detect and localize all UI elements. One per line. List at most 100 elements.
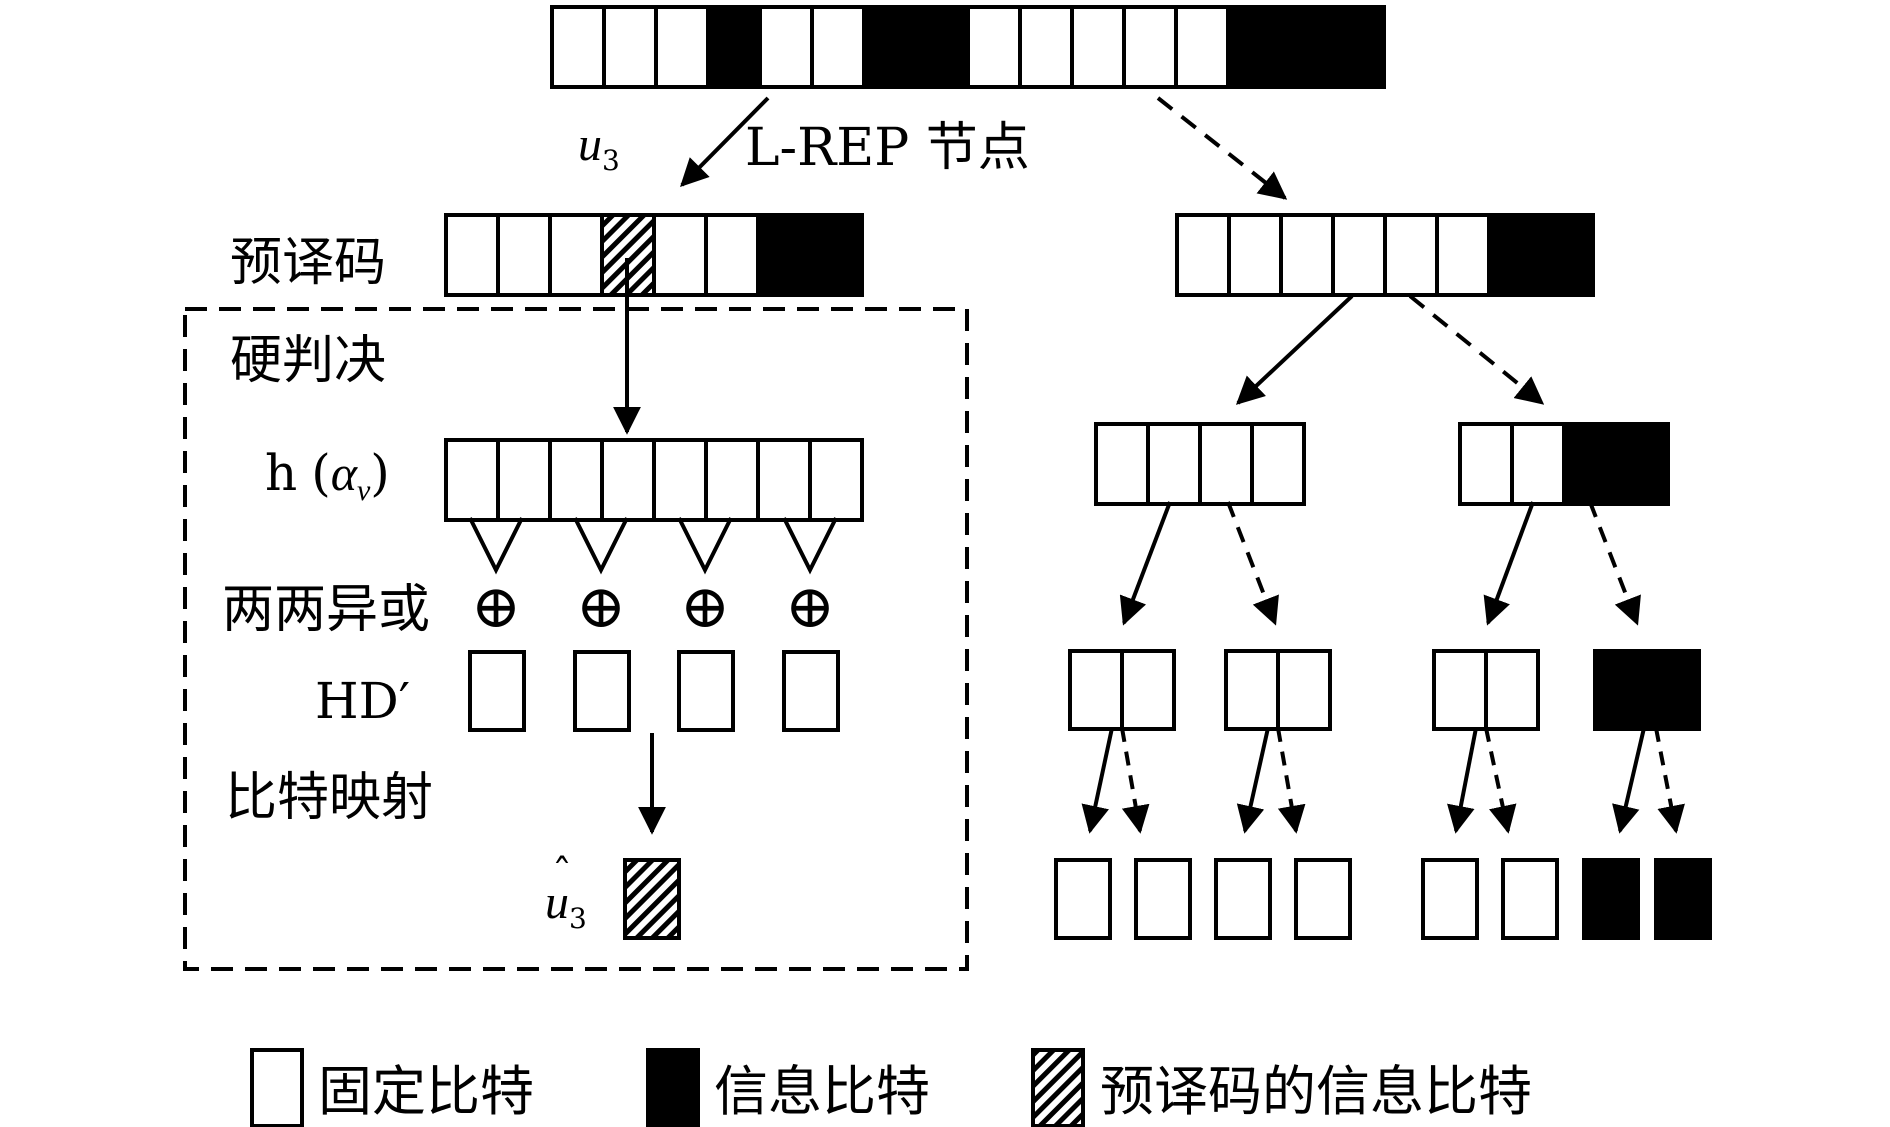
hd-prime-cell — [782, 650, 840, 732]
bit-cell-frozen — [496, 438, 552, 522]
bit-cell-frozen — [1018, 5, 1074, 89]
bit-cell-frozen — [1421, 858, 1479, 940]
bit-arrays — [444, 5, 1712, 940]
bit-cell-frozen — [1070, 5, 1126, 89]
arrow-l3a-to-l4b-dashed — [1226, 501, 1279, 626]
arrow-l4c-to-l5e — [1447, 727, 1478, 834]
level3-bit-array-a — [1094, 422, 1306, 506]
bit-cell-frozen — [808, 438, 864, 522]
legend-predecoded-label: 预译码的信息比特 — [1100, 1060, 1532, 1123]
level5-bit-outline — [1294, 858, 1352, 940]
root-bit-array — [550, 5, 1386, 89]
hard-decision-label: 硬判决 — [230, 331, 386, 391]
bit-cell-frozen — [1054, 858, 1112, 940]
bit-cell-frozen — [444, 438, 500, 522]
bit-cell-frozen — [652, 438, 708, 522]
bit-cell-frozen — [1331, 213, 1387, 297]
bit-cell-info — [1489, 215, 1541, 295]
bit-cell-info — [1656, 860, 1710, 938]
bit-cell-info — [1541, 215, 1593, 295]
bit-cell-frozen — [704, 213, 760, 297]
bit-cell-frozen — [1214, 858, 1272, 940]
bit-cell-info — [810, 215, 862, 295]
arrow-l3b-to-l4d-dashed — [1588, 501, 1641, 626]
bit-cell-info — [708, 7, 760, 87]
bit-cell-info — [1584, 860, 1638, 938]
u3-hat-mark: ˆ — [552, 852, 572, 898]
level5-bit-outline — [1654, 858, 1712, 940]
u3-hat-label: u3 — [545, 876, 587, 935]
bit-cell-frozen — [1250, 422, 1306, 506]
bit-cell-frozen — [1435, 213, 1491, 297]
predecoded-result-bit — [623, 858, 681, 940]
level5-bit — [1654, 858, 1712, 940]
level4-bit-array — [1068, 649, 1176, 731]
bit-cell-frozen — [1279, 213, 1335, 297]
h-alpha-label: h(αv) — [265, 444, 390, 507]
bit-cell-frozen — [1294, 858, 1352, 940]
arrow-l4c-to-l5f-dashed — [1484, 727, 1517, 834]
level5-bit-outline — [1421, 858, 1479, 940]
arrow-l3a-to-l4a — [1119, 501, 1172, 626]
bit-cell-frozen — [602, 5, 658, 89]
bit-cell-frozen — [548, 438, 604, 522]
bit-cell-info — [1595, 651, 1647, 729]
level5-bit — [1054, 858, 1112, 940]
level4-bit-array-outline — [1593, 649, 1701, 731]
arrow-l3b-to-l4c — [1483, 501, 1535, 626]
level5-bit-outline — [1054, 858, 1112, 940]
right-child-bit-array — [1175, 213, 1595, 297]
predecode-detail-box — [183, 307, 969, 971]
bit-cell-frozen — [1484, 649, 1540, 731]
root-bit-array-outline — [550, 5, 1386, 89]
arrow-r-to-l3a — [1235, 294, 1354, 405]
arrow-l4d-to-l5g — [1612, 727, 1646, 834]
hd-prime-label: HD′ — [315, 672, 410, 730]
level3-bit-array-a-outline — [1094, 422, 1306, 506]
right-child-bit-array-outline — [1175, 213, 1595, 297]
bit-mapping-label: 比特映射 — [225, 768, 433, 828]
hd-prime-cell — [677, 650, 735, 732]
xor-symbols: ⊕ ⊕ ⊕ ⊕ — [471, 572, 835, 642]
xor-icon: ⊕ — [680, 572, 730, 642]
arrow-root-to-right-dashed — [1156, 96, 1288, 200]
level4-bit-array — [1432, 649, 1540, 731]
level4-bit-array — [1224, 649, 1332, 731]
level5-bit — [1582, 858, 1640, 940]
bit-cell-info — [1228, 7, 1280, 87]
bit-cell-info — [864, 7, 916, 87]
bit-cell-info — [1616, 424, 1668, 504]
level5-bit-outline — [1134, 858, 1192, 940]
legend: 固定比特 信息比特 预译码的信息比特 — [250, 1048, 1532, 1127]
bit-cell-frozen — [600, 438, 656, 522]
left-child-bit-array — [444, 213, 864, 297]
bit-cell-frozen — [1510, 422, 1566, 506]
pairwise-xor-label: 两两异或 — [222, 580, 430, 640]
bit-cell-frozen — [1198, 422, 1254, 506]
legend-frozen-swatch — [250, 1048, 304, 1127]
legend-frozen-label: 固定比特 — [318, 1060, 534, 1123]
xor-icon: ⊕ — [785, 572, 835, 642]
bit-cell-frozen — [1174, 5, 1230, 89]
bit-cell-frozen — [1224, 649, 1280, 731]
bit-cell-frozen — [550, 5, 606, 89]
bit-cell-frozen — [758, 5, 814, 89]
bit-cell-frozen — [1227, 213, 1283, 297]
xor-icon: ⊕ — [471, 572, 521, 642]
level5-bit — [1134, 858, 1192, 940]
node-type-label: L-REP 节点 — [745, 118, 1030, 178]
level5-bit-outline — [1214, 858, 1272, 940]
level3-bit-array-b-outline — [1458, 422, 1670, 506]
bit-cell-frozen — [652, 213, 708, 297]
arrow-l4d-to-l5h-dashed — [1654, 727, 1685, 834]
bit-cell-frozen — [1122, 5, 1178, 89]
bit-cell-frozen — [1501, 858, 1559, 940]
arrow-l4b-to-l5d-dashed — [1276, 727, 1306, 834]
bit-cell-frozen — [704, 438, 760, 522]
bit-cell-frozen — [1094, 422, 1150, 506]
bit-cell-info — [1647, 651, 1699, 729]
hd-prime-cell — [573, 650, 631, 732]
arrow-l4a-to-l5a — [1081, 727, 1114, 834]
legend-info-swatch — [646, 1048, 700, 1127]
